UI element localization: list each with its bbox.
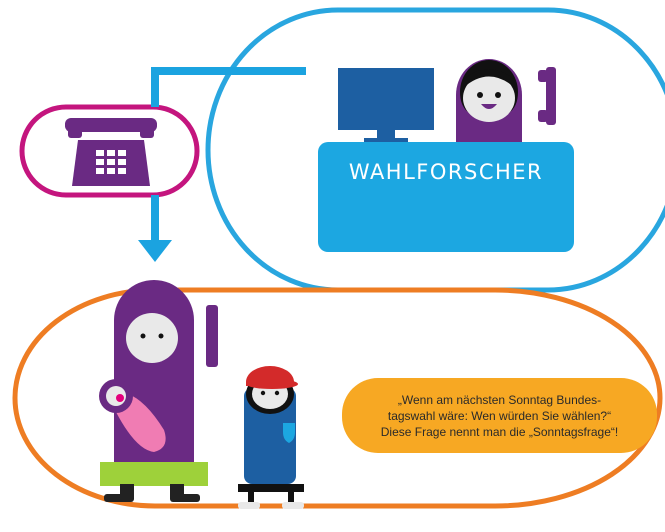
pollster-person [456, 59, 556, 142]
phone-outline [19, 104, 200, 198]
speech-line-2: tagswahl wäre: Wen würden Sie wählen?“ [387, 408, 612, 423]
speech-bubble: „Wenn am nächsten Sonntag Bundes- tagswa… [342, 378, 657, 453]
desk [318, 142, 574, 252]
shield-icon [283, 423, 295, 443]
telephone-icon [65, 118, 157, 186]
connector-arrow [138, 67, 306, 262]
monitor-icon [338, 68, 434, 144]
family-outline [12, 287, 663, 509]
baby-icon [99, 379, 166, 452]
speech-line-1: „Wenn am nächsten Sonntag Bundes- [397, 392, 602, 407]
speech-text: „Wenn am nächsten Sonntag Bundes- tagswa… [381, 392, 618, 440]
desk-label: WAHLFORSCHER [348, 160, 544, 184]
child-figure [238, 366, 304, 509]
speech-line-3: Diese Frage nennt man die „Sonntagsfrage… [380, 424, 619, 439]
